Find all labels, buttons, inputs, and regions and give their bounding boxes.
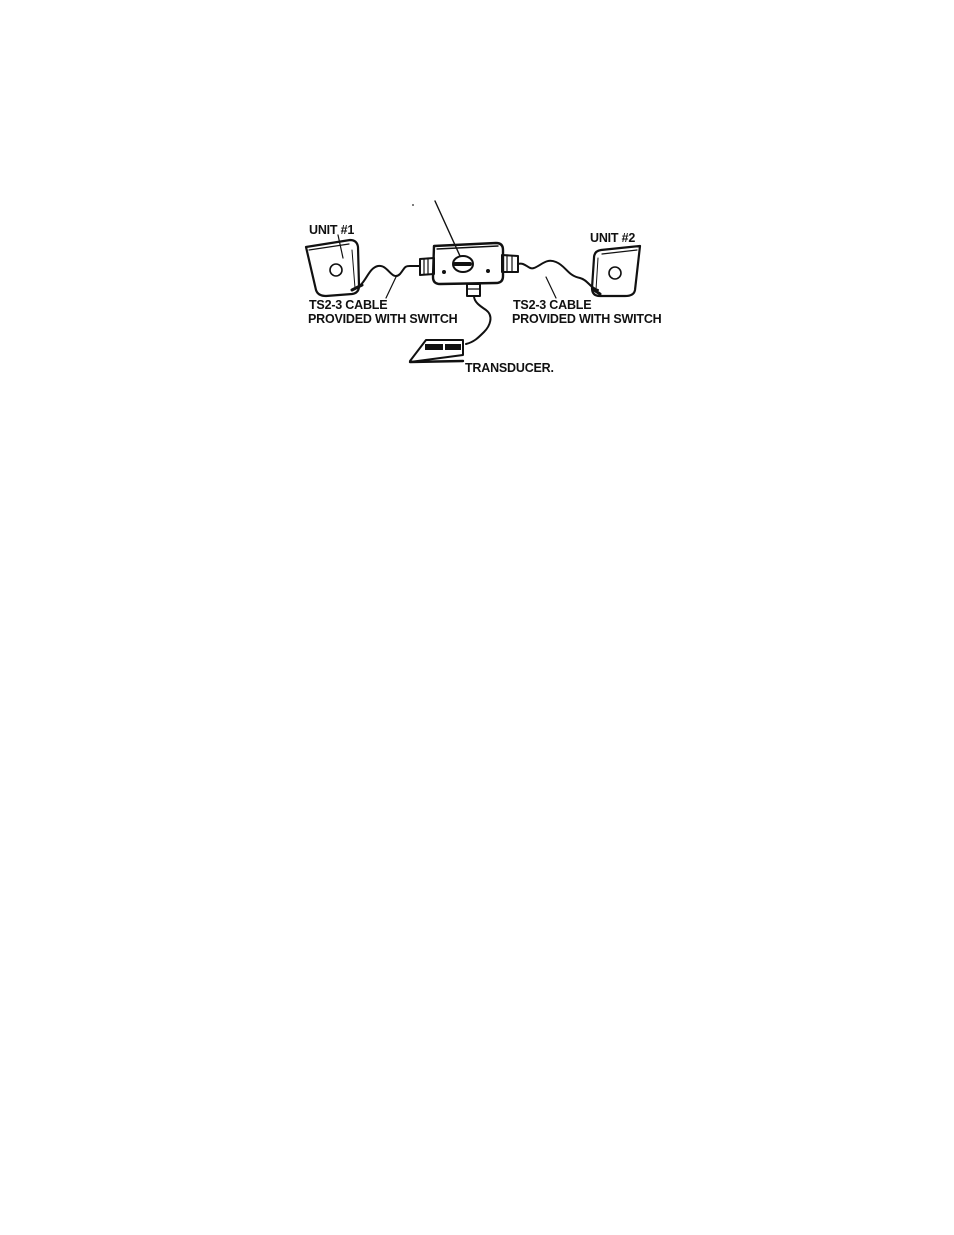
cable-1-label-line-1: TS2-3 CABLE xyxy=(309,298,387,312)
cable-2-leader xyxy=(545,276,557,299)
cable-1-leader xyxy=(385,276,397,299)
transducer-element-1 xyxy=(425,344,443,350)
cable-1-label-line-2: PROVIDED WITH SWITCH xyxy=(308,312,458,326)
unit-2-device xyxy=(590,244,642,298)
transducer-device xyxy=(408,339,465,364)
cable-3 xyxy=(465,295,492,345)
cable-2-label-line-2: PROVIDED WITH SWITCH xyxy=(512,312,662,326)
unit-2-knob xyxy=(608,266,622,280)
cable-1 xyxy=(355,264,421,289)
switch-leader xyxy=(434,200,461,257)
transducer-label: TRANSDUCER. xyxy=(465,361,554,375)
cable-2-label-line-1: TS2-3 CABLE xyxy=(513,298,591,312)
unit-1-knob xyxy=(329,263,343,277)
unit-1-leader xyxy=(337,234,344,259)
ink-speck xyxy=(412,204,414,206)
unit-1-label: UNIT #1 xyxy=(309,223,354,237)
transducer-element-2 xyxy=(445,344,461,350)
unit-1-device xyxy=(304,238,361,298)
cable-2 xyxy=(517,259,599,291)
unit-2-label: UNIT #2 xyxy=(590,231,635,245)
switch-box xyxy=(419,241,519,297)
